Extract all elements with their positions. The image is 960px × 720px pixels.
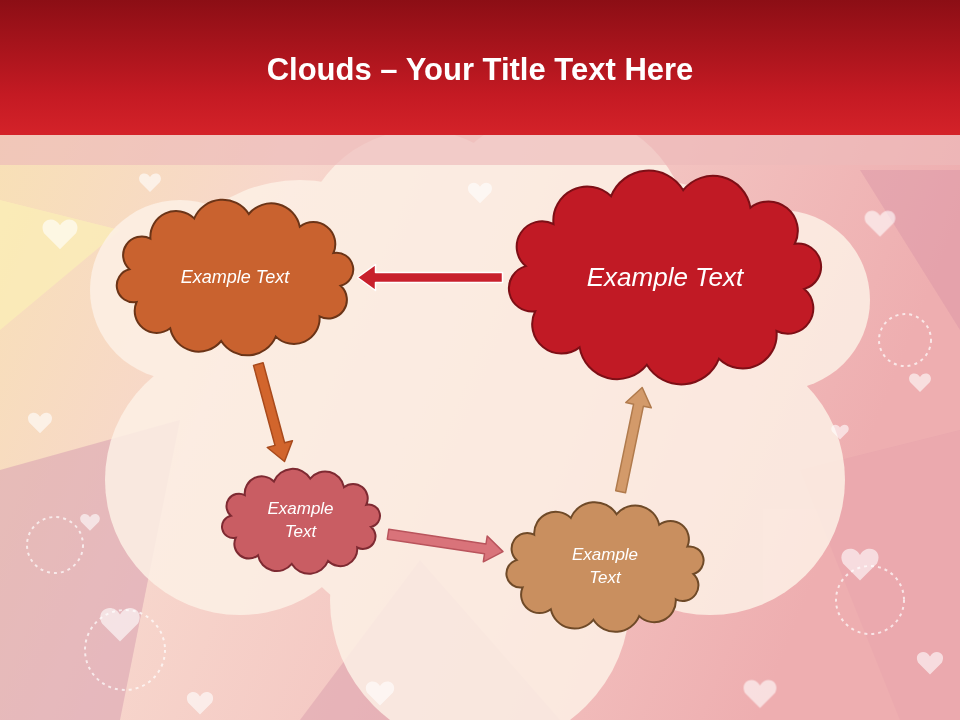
slide-title: Clouds – Your Title Text Here: [20, 52, 940, 88]
text-wrap: Example Text: [500, 165, 830, 390]
text-group: Example Text: [181, 265, 289, 289]
text-wrap: Example Text: [110, 195, 360, 360]
cloud-outline: [117, 200, 353, 356]
cloud-node: Example Text: [500, 165, 830, 390]
node-text: Example Text: [255, 498, 347, 544]
block-arrow: [254, 363, 293, 462]
node-text: Example Text: [587, 260, 744, 295]
text-wrap: Example Text: [217, 465, 385, 578]
text-group: Example Text: [559, 544, 651, 590]
background-cloud: [90, 110, 870, 720]
cloud-shape: [217, 465, 385, 578]
title-band: [0, 135, 960, 165]
dotted-ring: [27, 314, 931, 690]
text-group: Example Text: [255, 498, 347, 544]
node-text: Example Text: [559, 544, 651, 590]
background-ray: [860, 170, 960, 330]
cloud-outline: [506, 502, 703, 632]
cloud-outline: [509, 171, 821, 385]
text-group: Example Text: [587, 260, 744, 295]
cloud-node: Example Text: [217, 465, 385, 578]
cloud-shape: [500, 498, 710, 636]
block-arrow: [616, 388, 652, 493]
cloud-outline: [222, 469, 380, 574]
cloud-node: Example Text: [110, 195, 360, 360]
block-arrow: [387, 529, 503, 562]
text-wrap: Example Text: [500, 498, 710, 636]
node-text: Example Text: [181, 265, 289, 289]
block-arrow: [358, 265, 503, 291]
cloud-node: Example Text: [500, 498, 710, 636]
